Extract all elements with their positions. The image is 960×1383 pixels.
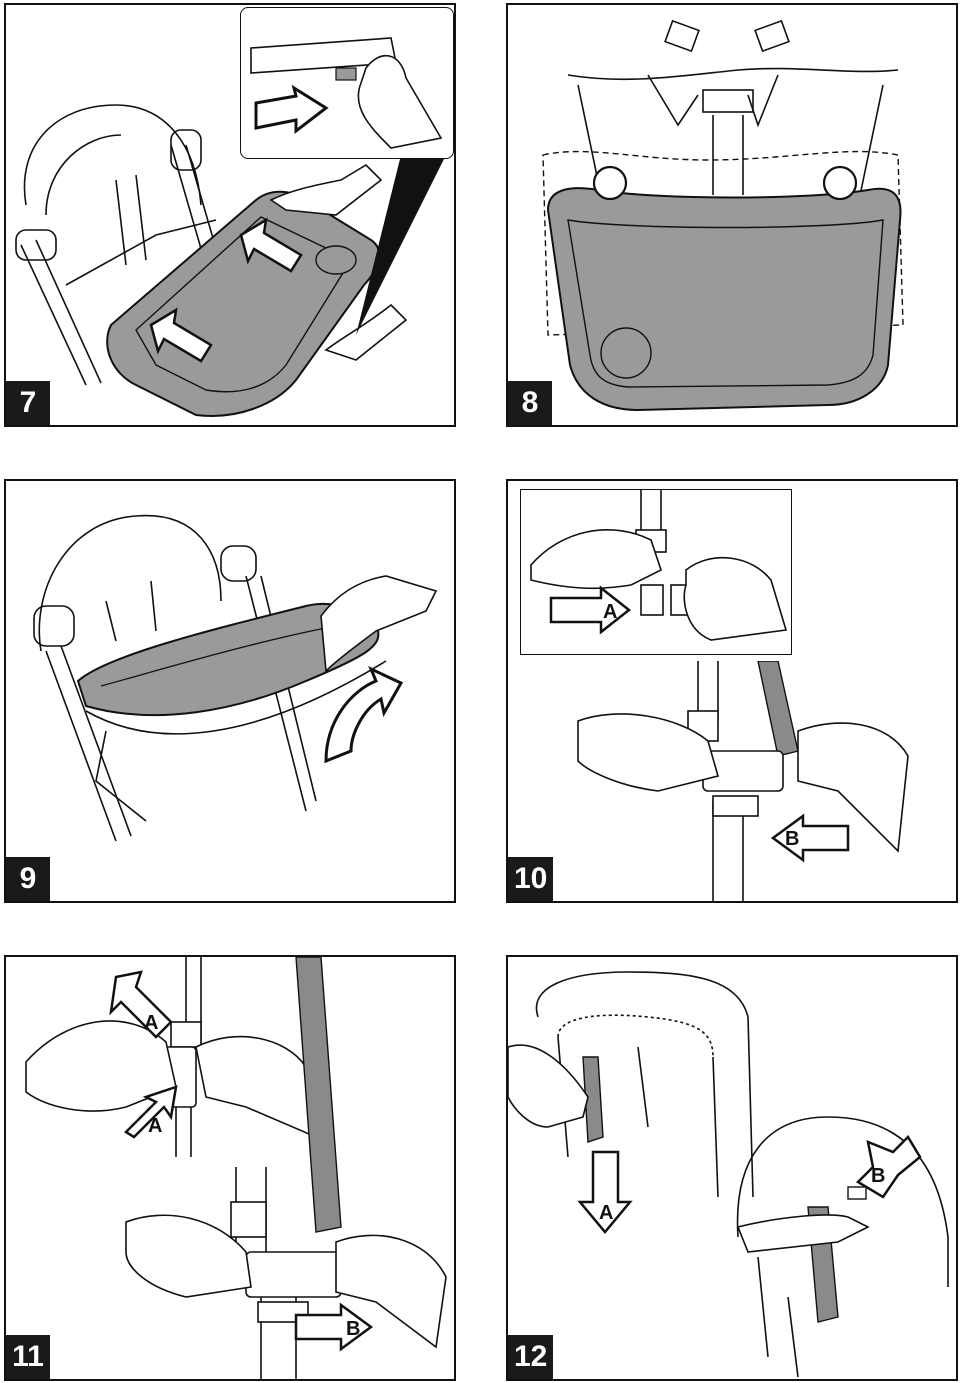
step-8-illustration (542, 19, 904, 412)
step-8-panel: 8 (506, 3, 958, 427)
step-9-panel: 9 (4, 479, 456, 903)
step-10-illustration: B (577, 661, 909, 901)
step-10-panel: A B 10 (506, 479, 958, 903)
step-7-illustration (15, 104, 446, 417)
step-9-illustration (33, 514, 438, 842)
label-a: A (599, 1202, 613, 1224)
step-number: 7 (6, 381, 50, 425)
step-number: 10 (508, 857, 554, 901)
step-7-panel: 7 (4, 3, 456, 427)
step-10-detail-inset: A (520, 489, 792, 655)
step-number: 8 (508, 381, 552, 425)
step-12-panel: A B 12 (506, 955, 958, 1381)
arrow-push-icon (149, 307, 213, 363)
step-number: 11 (6, 1335, 50, 1379)
step-10-detail-illustration: A (530, 490, 788, 641)
step-number: 9 (6, 857, 50, 901)
step-11-panel: A A B 11 (4, 955, 456, 1381)
label-b: B (871, 1165, 885, 1187)
step-12-illustration: A B (508, 971, 949, 1378)
arrow-pull-icon (254, 84, 329, 135)
label-a-bottom: A (148, 1115, 162, 1137)
step-7-detail-inset (240, 7, 454, 159)
step-7-detail-illustration (250, 37, 443, 149)
step-11-illustration: A A B (25, 957, 447, 1379)
label-b: B (346, 1318, 360, 1340)
label-a-top: A (144, 1012, 158, 1034)
step-number: 12 (508, 1335, 554, 1379)
label-b: B (785, 828, 799, 850)
label-a: A (603, 601, 617, 623)
arrow-rotate-icon (324, 666, 404, 764)
